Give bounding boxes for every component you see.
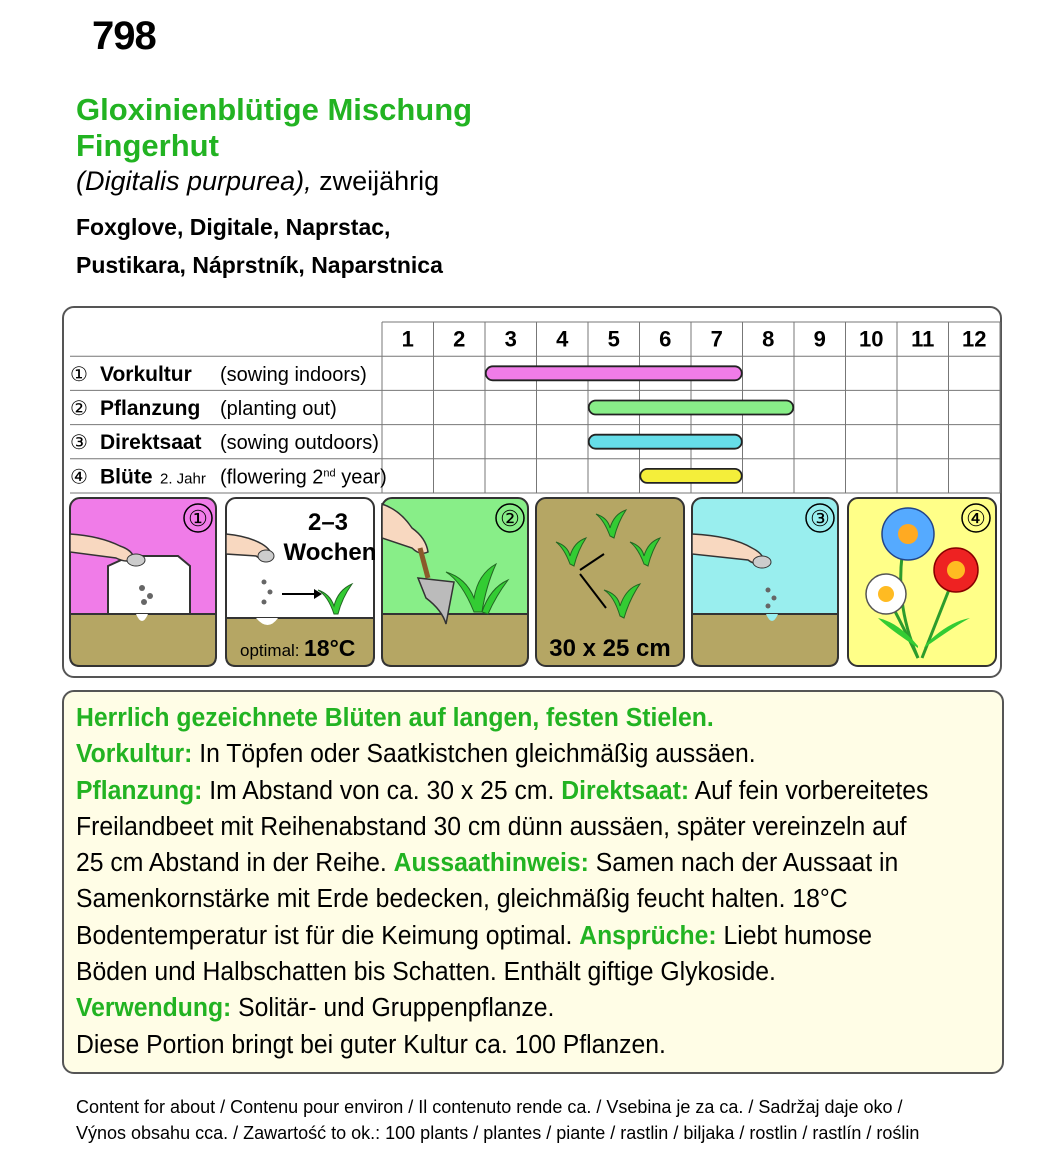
month-label: 6 <box>659 327 671 352</box>
vorkultur-text: In Töpfen oder Saatkistchen gleichmäßig … <box>192 740 756 769</box>
pflanzung-label: Pflanzung: <box>76 776 203 805</box>
tile6-number: ④ <box>966 506 986 531</box>
verwendung-label: Verwendung: <box>76 994 232 1023</box>
row-number: ① <box>70 364 88 386</box>
plant-icon <box>595 509 628 539</box>
month-label: 11 <box>911 327 934 352</box>
tile-germination: 2–3 Wochen optimal: 18°C <box>225 497 377 667</box>
month-label: 10 <box>859 327 883 352</box>
aussaat-label: Aussaathinweis: <box>393 849 589 878</box>
portion-text: Diese Portion bringt bei guter Kultur ca… <box>76 1030 666 1059</box>
optimal-temperature: 18°C <box>304 635 355 661</box>
cultivation-instructions: Herrlich gezeichnete Blüten auf langen, … <box>76 700 968 1063</box>
ansprueche-text: Liebt humose <box>716 921 873 950</box>
common-names-line2: Pustikara, Náprstník, Naparstnica <box>76 252 443 278</box>
aussaat-text: Samen nach der Aussaat in <box>588 849 899 878</box>
row-number: ② <box>70 398 88 420</box>
variety-title: Gloxinienblütige Mischung <box>76 92 473 127</box>
plant-title: Fingerhut <box>76 128 219 163</box>
calendar-bar <box>639 467 743 484</box>
seedling-icon <box>317 582 354 615</box>
tile-flowering: ④ <box>847 497 997 667</box>
tile-spacing: 30 x 25 cm <box>535 497 685 667</box>
month-label: 12 <box>962 327 986 352</box>
plant-spacing: 30 x 25 cm <box>549 635 670 662</box>
info-line: Bodentemperatur ist für die Keimung opti… <box>76 921 580 950</box>
common-names-line1: Foxglove, Digitale, Naprstac, <box>76 214 391 240</box>
optimal-label: optimal: <box>240 641 300 660</box>
row-name: Direktsaat <box>100 431 202 454</box>
blue-flower-icon <box>881 507 935 561</box>
instruction-tiles: ① 2–3 Wochen optimal: 18°C <box>69 497 997 667</box>
calendar-bar <box>587 399 795 416</box>
info-line: Freilandbeet mit Reihenabstand 30 cm dün… <box>76 812 907 841</box>
germination-weeks-label: Wochen <box>284 539 377 566</box>
row-name: Blüte <box>100 465 153 488</box>
tile-direct-sowing: ③ <box>691 497 839 667</box>
row-number: ③ <box>70 432 88 454</box>
footer-line1: Content for about / Contenu pour environ… <box>76 1097 903 1117</box>
info-line: 25 cm Abstand in der Reihe. <box>76 849 394 878</box>
verwendung-text: Solitär- und Gruppenpflanze. <box>231 994 555 1023</box>
pflanzung-text: Im Abstand von ca. 30 x 25 cm. <box>202 776 562 805</box>
month-label: 5 <box>608 327 620 352</box>
tile-planting-out: ② <box>381 497 529 667</box>
row-description: (sowing indoors) <box>220 364 367 386</box>
tile3-number: ② <box>500 506 520 531</box>
month-label: 1 <box>402 327 414 352</box>
tile-sowing-indoors: ① <box>69 497 217 667</box>
calendar-bar <box>484 365 743 382</box>
footer-line2: Výnos obsahu cca. / Zawartość to ok.: 10… <box>76 1123 920 1143</box>
row-name: Pflanzung <box>100 397 200 420</box>
latin-name-line: (Digitalis purpurea), zweijährig <box>76 166 439 197</box>
calendar-bars <box>484 365 795 484</box>
ansprueche-label: Ansprüche: <box>579 921 717 950</box>
row-name: Vorkultur <box>100 363 192 386</box>
info-panel <box>62 690 1004 1074</box>
latin-name: (Digitalis purpurea), <box>76 166 312 196</box>
month-label: 9 <box>814 327 826 352</box>
trowel-icon <box>416 577 455 625</box>
calendar-grid <box>70 321 1001 494</box>
article-number: 798 <box>92 14 157 58</box>
info-line: Böden und Halbschatten bis Schatten. Ent… <box>76 958 776 987</box>
germination-weeks: 2–3 <box>308 509 348 536</box>
row-description: (flowering 2nd year) <box>220 466 387 488</box>
month-label: 2 <box>453 327 465 352</box>
direktsaat-label: Direktsaat: <box>561 776 690 805</box>
footer: Content for about / Contenu pour environ… <box>76 1094 919 1146</box>
month-label: 7 <box>711 327 723 352</box>
vorkultur-label: Vorkultur: <box>76 740 193 769</box>
hand-icon <box>381 502 429 555</box>
info-headline: Herrlich gezeichnete Blüten auf langen, … <box>76 704 714 732</box>
row-labels: ① Vorkultur (sowing indoors) ② Pflanzung (pla… <box>70 363 387 489</box>
row-suffix: 2. Jahr <box>160 470 206 487</box>
month-label: 8 <box>762 327 774 352</box>
hand-icon <box>69 533 135 562</box>
info-line: Samenkornstärke mit Erde bedecken, gleic… <box>76 885 848 914</box>
month-label: 3 <box>505 327 517 352</box>
month-label: 4 <box>556 327 569 352</box>
red-flower-icon <box>933 547 979 593</box>
row-number: ④ <box>70 466 88 488</box>
plant-icon <box>445 562 498 613</box>
lifecycle: zweijährig <box>311 166 440 196</box>
white-flower-icon <box>865 573 907 615</box>
direktsaat-text: Auf fein vorbereitetes <box>689 776 929 805</box>
tile1-number: ① <box>188 506 208 531</box>
calendar-bar <box>587 433 743 450</box>
row-description: (sowing outdoors) <box>220 432 379 454</box>
row-description: (planting out) <box>220 398 337 420</box>
tile5-number: ③ <box>810 506 830 531</box>
arrow-icon <box>579 553 605 571</box>
